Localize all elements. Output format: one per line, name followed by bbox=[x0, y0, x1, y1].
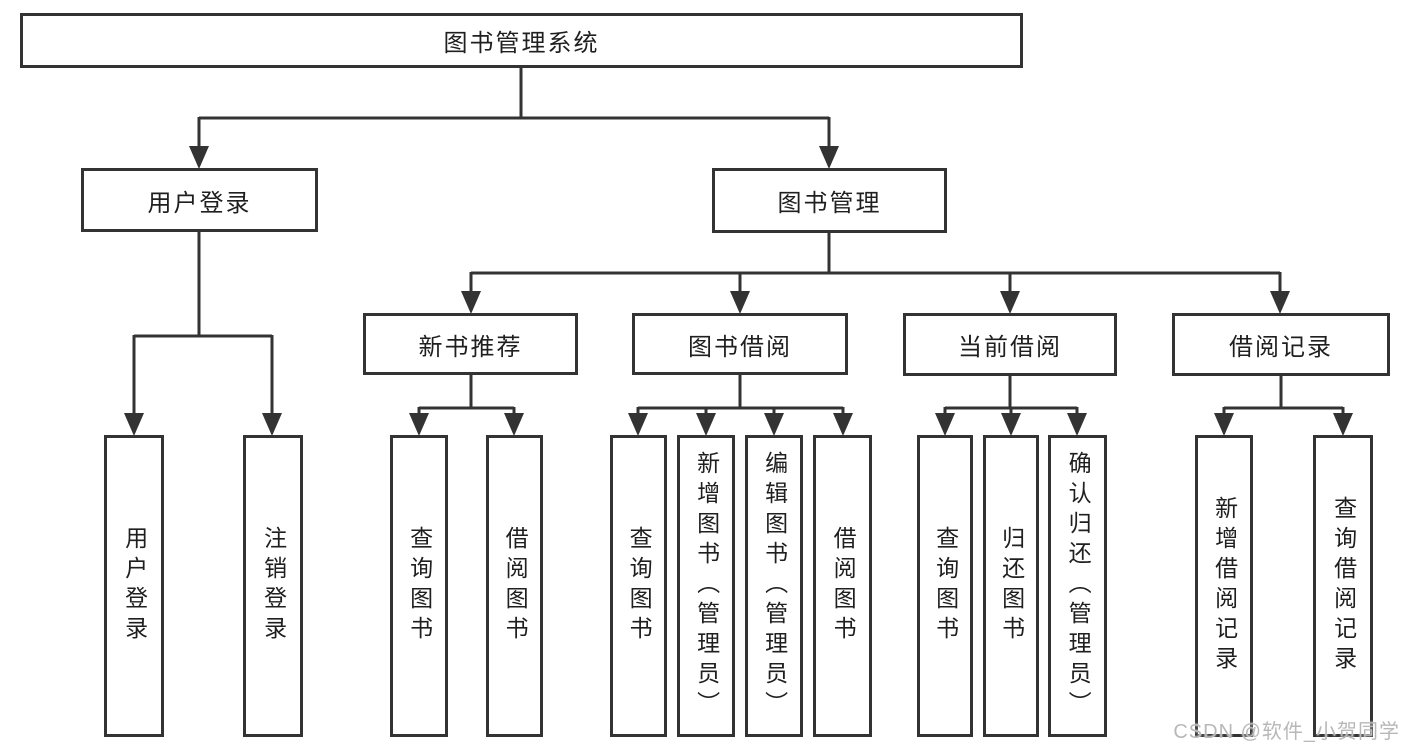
leaf-user-login-label: 用户登录 bbox=[121, 526, 148, 646]
node-root-label: 图书管理系统 bbox=[443, 30, 600, 57]
leaf-current-return-book: 归还图书 bbox=[983, 435, 1039, 737]
node-user-login-label: 用户登录 bbox=[147, 189, 252, 217]
leaf-logout-login: 注销登录 bbox=[243, 435, 303, 737]
node-borrow-record: 借阅记录 bbox=[1172, 313, 1390, 376]
csdn-watermark: CSDN @软件_小贺同学 bbox=[1173, 721, 1400, 743]
leaf-user-login: 用户登录 bbox=[104, 435, 164, 737]
leaf-current-query-book: 查询图书 bbox=[917, 435, 973, 737]
leaf-borrow-add-book-admin-label: 新增图书（管理员） bbox=[693, 451, 720, 721]
node-borrow-record-label: 借阅记录 bbox=[1229, 334, 1333, 361]
leaf-borrow-query-book-label: 查询图书 bbox=[626, 526, 653, 646]
leaf-record-query-record-label: 查询借阅记录 bbox=[1330, 496, 1357, 676]
node-new-book-recommend: 新书推荐 bbox=[363, 313, 578, 375]
node-new-book-recommend-label: 新书推荐 bbox=[418, 333, 523, 361]
node-book-management-label: 图书管理 bbox=[777, 190, 882, 217]
leaf-newbook-query-book: 查询图书 bbox=[390, 435, 448, 737]
node-book-management: 图书管理 bbox=[712, 168, 947, 233]
leaf-record-add-record-label: 新增借阅记录 bbox=[1211, 496, 1238, 676]
leaf-record-query-record: 查询借阅记录 bbox=[1313, 435, 1373, 737]
leaf-borrow-edit-book-admin-label: 编辑图书（管理员） bbox=[761, 451, 788, 721]
leaf-record-add-record: 新增借阅记录 bbox=[1195, 435, 1253, 737]
leaf-current-query-book-label: 查询图书 bbox=[932, 526, 959, 646]
leaf-borrow-borrow-book: 借阅图书 bbox=[813, 435, 872, 737]
leaf-borrow-query-book: 查询图书 bbox=[610, 435, 667, 737]
node-current-borrow: 当前借阅 bbox=[903, 313, 1117, 376]
leaf-newbook-borrow-book-label: 借阅图书 bbox=[502, 526, 529, 646]
leaf-borrow-borrow-book-label: 借阅图书 bbox=[830, 526, 857, 646]
leaf-newbook-borrow-book: 借阅图书 bbox=[486, 435, 543, 737]
leaf-current-confirm-return-admin-label: 确认归还（管理员） bbox=[1065, 451, 1092, 721]
leaf-current-return-book-label: 归还图书 bbox=[998, 526, 1025, 646]
leaf-newbook-query-book-label: 查询图书 bbox=[406, 526, 433, 646]
leaf-logout-login-label: 注销登录 bbox=[260, 526, 287, 646]
node-root: 图书管理系统 bbox=[20, 13, 1023, 68]
leaf-borrow-add-book-admin: 新增图书（管理员） bbox=[677, 435, 735, 737]
leaf-borrow-edit-book-admin: 编辑图书（管理员） bbox=[745, 435, 803, 737]
node-book-borrow: 图书借阅 bbox=[632, 313, 848, 375]
node-current-borrow-label: 当前借阅 bbox=[958, 334, 1062, 361]
node-user-login: 用户登录 bbox=[81, 168, 318, 232]
leaf-current-confirm-return-admin: 确认归还（管理员） bbox=[1048, 435, 1107, 737]
node-book-borrow-label: 图书借阅 bbox=[688, 333, 792, 361]
